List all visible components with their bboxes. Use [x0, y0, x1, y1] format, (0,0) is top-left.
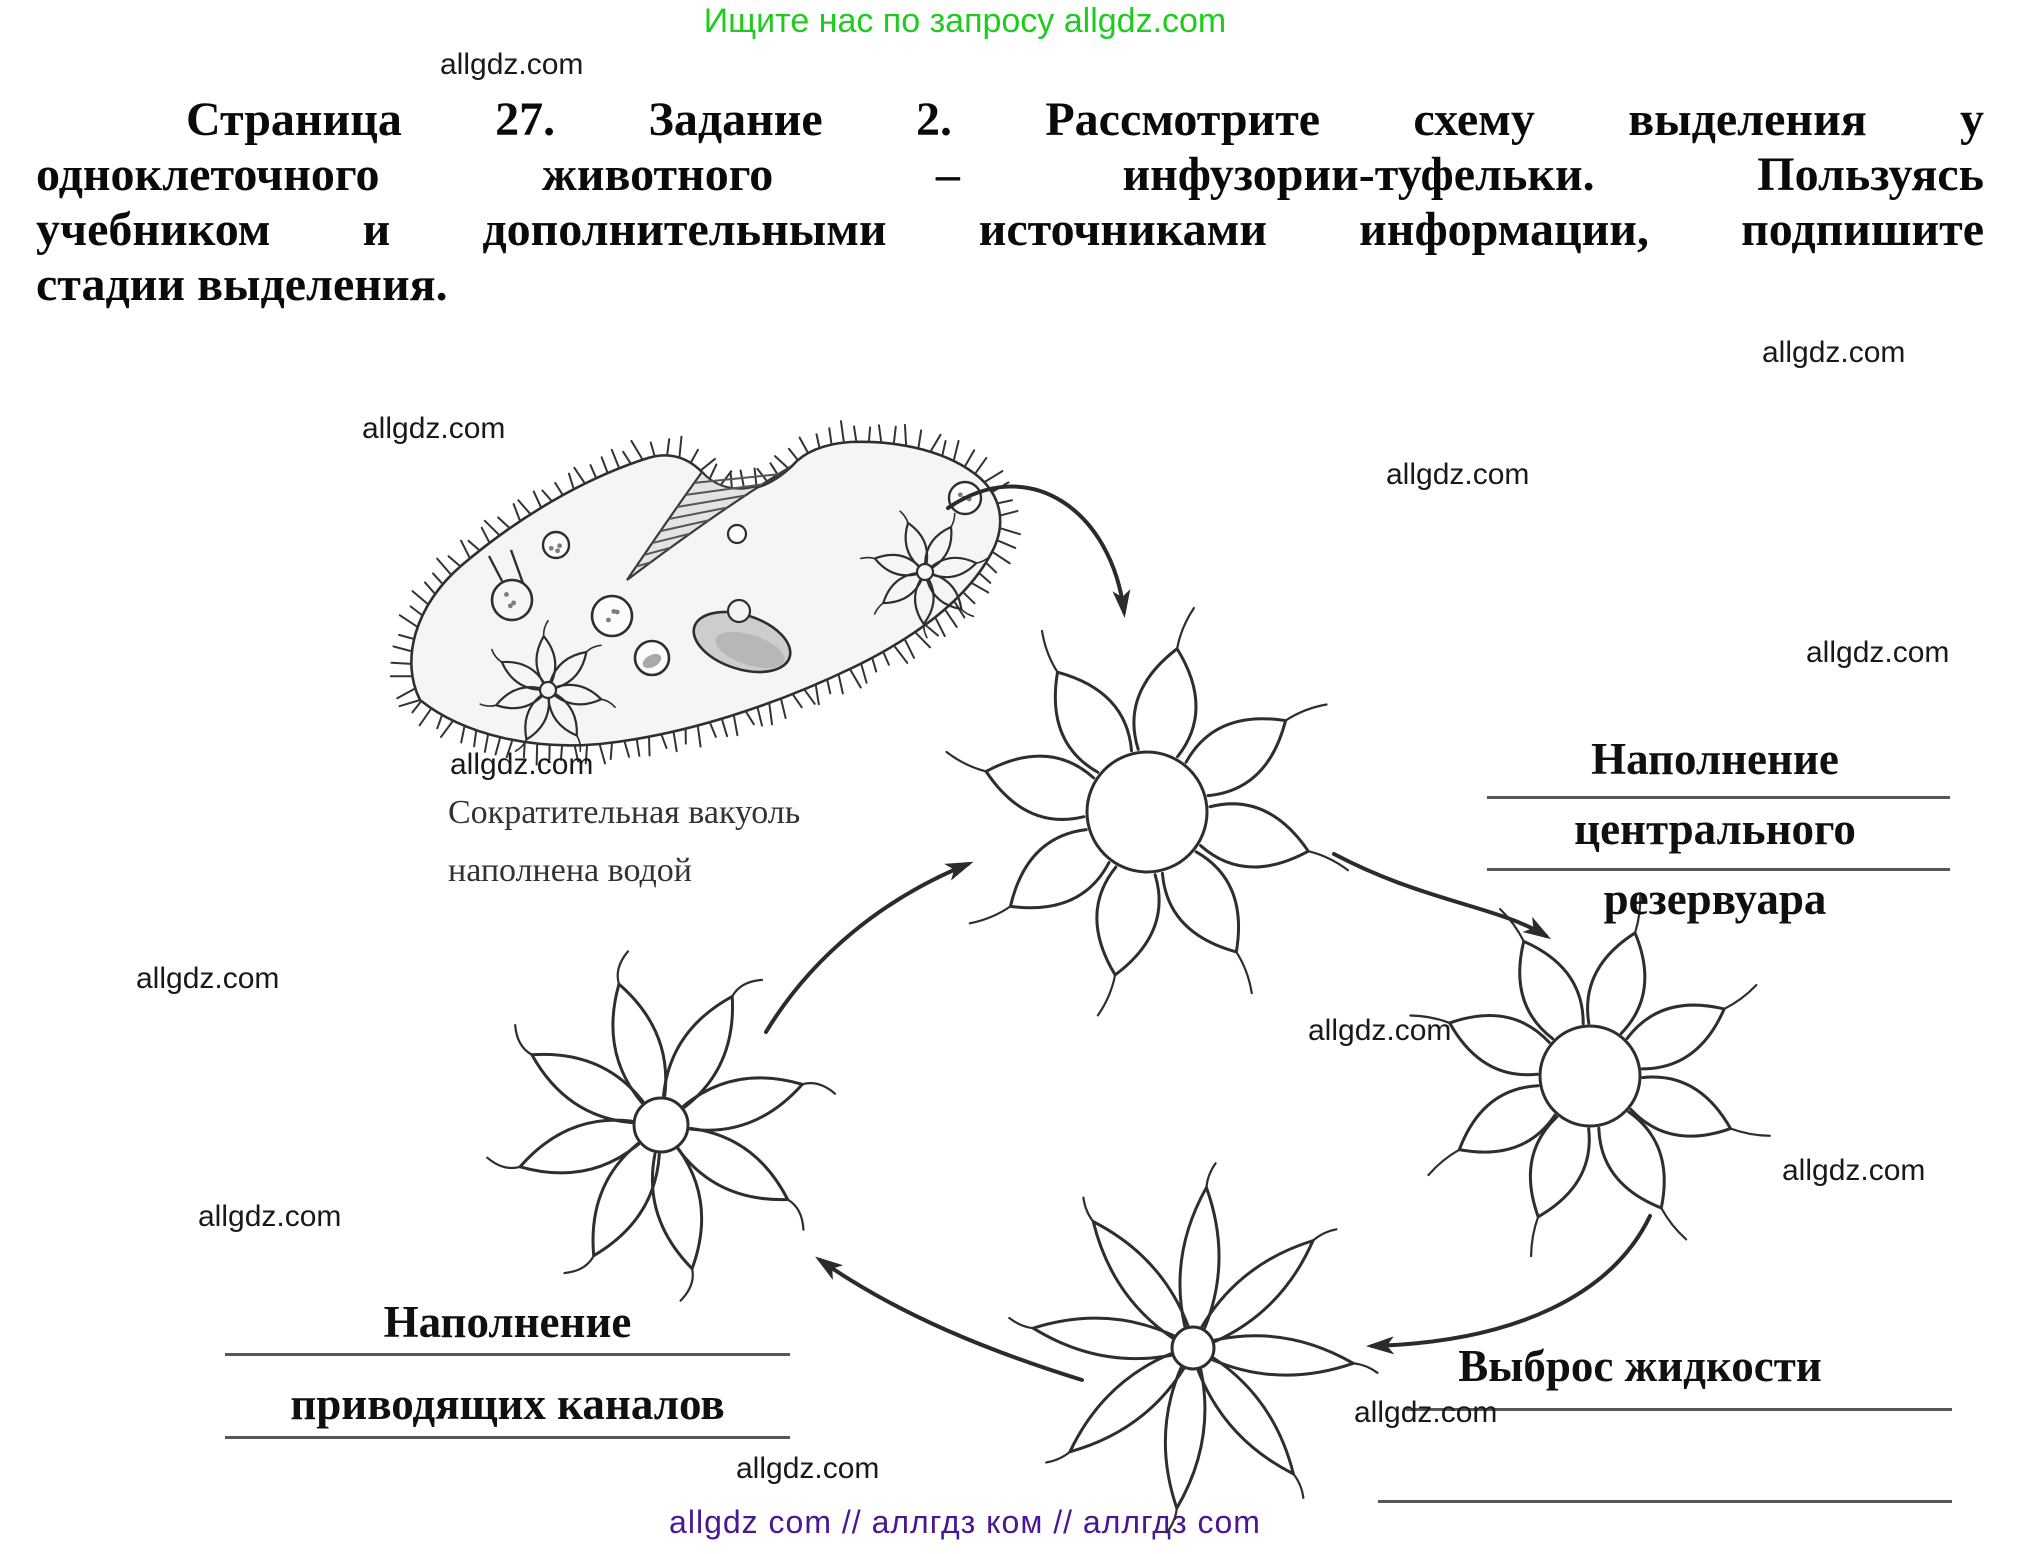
task-text-line-2: одноклеточного животного – инфузории-туф… — [36, 148, 1984, 201]
answer-line — [1406, 1408, 1952, 1411]
stage-label-central-reservoir-line-1: Наполнение — [1591, 734, 1839, 784]
stage-label-central-reservoir-line-2: центрального — [1574, 804, 1856, 854]
answer-line — [225, 1353, 790, 1356]
watermark-text: allgdz.com — [1806, 636, 1950, 669]
arrow-stage-3-to-stage-4 — [815, 1256, 1084, 1382]
vacuole-stage-canals-filling — [486, 950, 837, 1302]
watermark-text: allgdz.com — [440, 48, 584, 81]
arrow-stage-4-to-stage-1 — [764, 861, 974, 1034]
vacuole-stage-after-ejection — [1008, 1162, 1379, 1534]
paramecium-caption-line-2: наполнена водой — [448, 852, 692, 889]
watermark-text: allgdz.com — [198, 1200, 342, 1233]
stage-label-central-reservoir-line-3: резервуара — [1603, 874, 1827, 924]
watermark-text: allgdz.com — [1386, 458, 1530, 491]
task-text-line-3: учебником и дополнительными источниками … — [36, 203, 1984, 256]
answer-line — [1487, 796, 1950, 799]
vacuole-stage-contracting — [1409, 892, 1771, 1258]
watermark-text: allgdz.com — [450, 748, 594, 781]
arrow-stage-1-to-stage-2 — [1332, 852, 1552, 940]
stage-label-afferent-canals-line-2: приводящих каналов — [290, 1379, 725, 1429]
vacuole-stage-central-reservoir-full — [945, 606, 1350, 1017]
footer-watermark: allgdz com // аллгдз ком // аллгдз com — [669, 1504, 1261, 1540]
paramecium-vacuole-star-rear — [479, 619, 616, 753]
task-text-line-4: стадии выделения. — [36, 258, 448, 311]
paramecium-vacuole-star-front — [859, 510, 990, 639]
watermark-text: allgdz.com — [1782, 1154, 1926, 1187]
task-text-line-1: Страница 27. Задание 2. Рассмотрите схем… — [186, 93, 1984, 146]
arrow-stage-2-to-stage-3 — [1366, 1214, 1652, 1355]
arrow-paramecium-to-stage-1 — [946, 484, 1131, 618]
answer-line — [225, 1436, 790, 1439]
watermark-text: allgdz.com — [1762, 336, 1906, 369]
stage-label-afferent-canals-line-1: Наполнение — [383, 1297, 632, 1347]
paramecium-caption-line-1: Сократительная вакуоль — [448, 794, 801, 831]
watermark-text: allgdz.com — [362, 412, 506, 445]
watermark-text: allgdz.com — [1354, 1396, 1498, 1429]
promo-banner: Ищите нас по запросу allgdz.com — [703, 2, 1227, 40]
watermark-text: allgdz.com — [736, 1452, 880, 1485]
watermark-text: allgdz.com — [1308, 1014, 1452, 1047]
answer-line — [1378, 1500, 1952, 1503]
stage-label-ejection: Выброс жидкости — [1458, 1341, 1822, 1391]
watermark-text: allgdz.com — [136, 962, 280, 995]
answer-line — [1487, 868, 1950, 871]
paramecium-illustration — [389, 420, 1021, 766]
